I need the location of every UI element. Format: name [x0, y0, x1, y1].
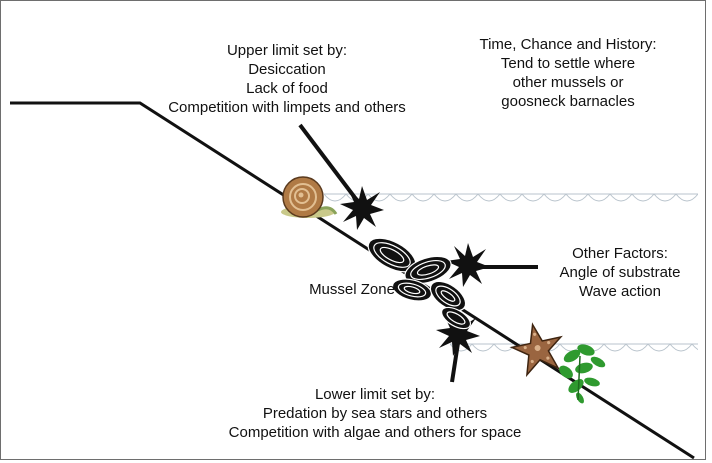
other-factors-heading: Other Factors:	[572, 245, 668, 262]
snail-icon	[281, 176, 338, 218]
sea-star-icon	[509, 322, 563, 378]
history-line: goosneck barnacles	[501, 93, 635, 110]
upper-limit-burst-icon	[340, 186, 384, 230]
lower-limit-label: Lower limit set by: Predation by sea sta…	[200, 385, 550, 442]
upper-limit-item: Competition with limpets and others	[168, 99, 406, 116]
history-line: Time, Chance and History:	[479, 36, 657, 53]
lower-limit-heading: Lower limit set by:	[314, 386, 436, 403]
history-line: other mussels or	[512, 74, 624, 91]
lower-limit-item: Predation by sea stars and others	[262, 405, 488, 422]
lower-limit-item: Competition with algae and others for sp…	[228, 424, 522, 441]
mussel-zone-text: Mussel Zone	[309, 281, 395, 298]
high-tide-water-line	[324, 190, 698, 204]
upper-limit-label: Upper limit set by: Desiccation Lack of …	[152, 41, 422, 117]
algae-icon	[559, 344, 606, 404]
mussel-cluster-icon	[367, 237, 472, 330]
other-factors-item: Wave action	[579, 283, 661, 300]
upper-limit-item: Desiccation	[248, 61, 326, 78]
history-line: Tend to settle where	[500, 55, 636, 72]
time-chance-history-label: Time, Chance and History: Tend to settle…	[456, 35, 680, 111]
rock-substrate-line	[10, 101, 695, 460]
other-factors-burst-icon	[446, 243, 490, 287]
upper-limit-item: Lack of food	[246, 80, 328, 97]
mussel-zone-label: Mussel Zone	[296, 280, 408, 299]
other-factors-label: Other Factors: Angle of substrate Wave a…	[540, 244, 700, 301]
other-factors-item: Angle of substrate	[559, 264, 681, 281]
upper-limit-heading: Upper limit set by:	[226, 42, 348, 59]
